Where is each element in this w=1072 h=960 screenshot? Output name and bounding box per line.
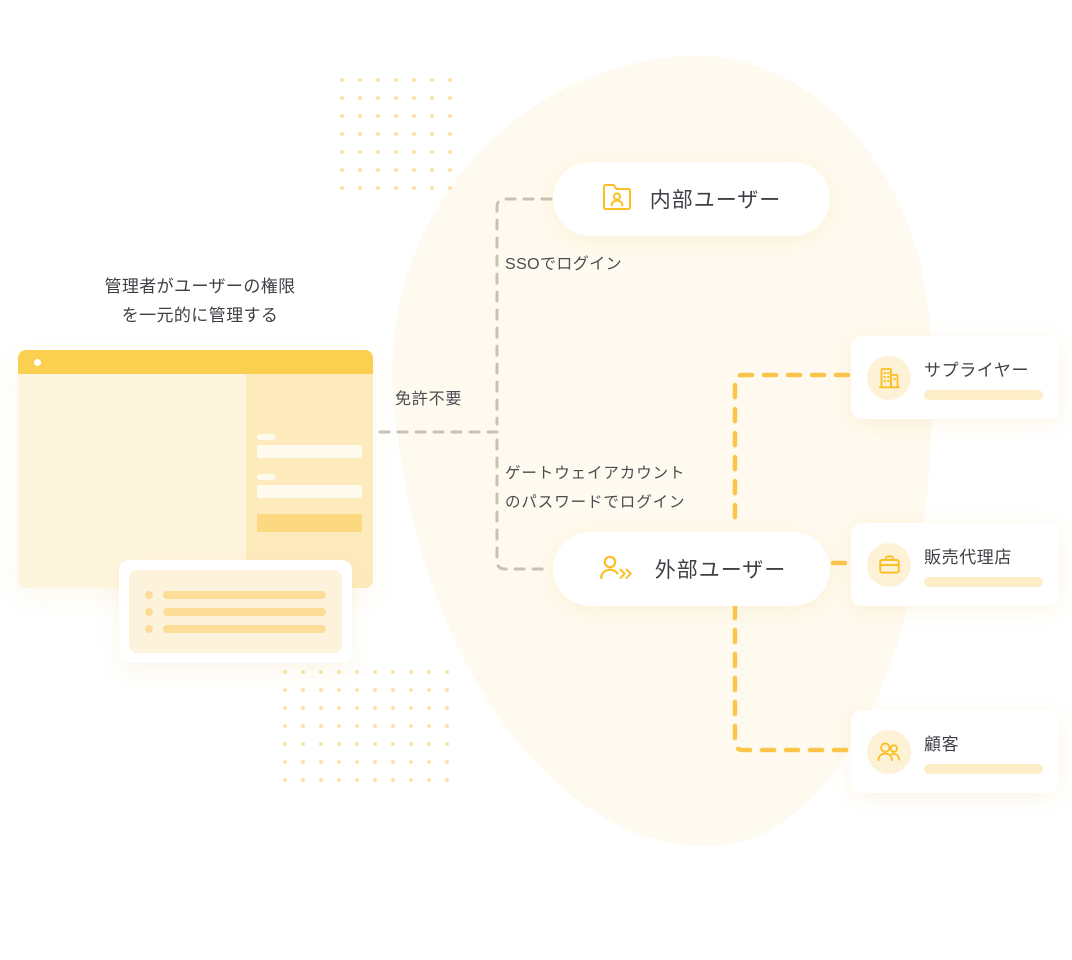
card-customer-label: 顧客 <box>924 734 960 754</box>
form-label-placeholder <box>257 434 276 440</box>
node-external-user-label: 外部ユーザー <box>654 559 787 582</box>
list-item-bar <box>163 590 326 599</box>
admin-console-mockup <box>18 350 373 588</box>
mockup-content-area <box>18 374 246 588</box>
card-supplier[interactable]: サプライヤー <box>851 336 1059 419</box>
caption-line-1: 管理者がユーザーの権限 <box>104 277 296 296</box>
edge-label-sso: SSOでログイン <box>505 256 622 273</box>
edge-label-gateway-line-2: のパスワードでログイン <box>505 494 686 511</box>
bullet-icon <box>145 624 153 633</box>
permissions-list-card <box>119 560 352 663</box>
list-item-bar <box>163 624 326 633</box>
node-external-user[interactable]: 外部ユーザー <box>553 532 830 606</box>
node-internal-user[interactable]: 内部ユーザー <box>553 162 830 236</box>
list-item <box>145 624 326 633</box>
edge-label-license: 免許不要 <box>395 391 463 408</box>
card-placeholder-bar <box>924 389 1043 400</box>
card-placeholder-bar <box>924 576 1043 587</box>
form-input-placeholder <box>257 485 362 498</box>
window-dot-icon <box>34 359 41 366</box>
card-customer-body: 顧客 <box>924 730 1043 774</box>
mockup-form-panel <box>246 374 373 588</box>
dot-grid-top <box>331 69 461 201</box>
page-title: 管理者がユーザーの権限 を一元的に管理する <box>45 272 355 330</box>
edge-label-gateway: ゲートウェイアカウント のパスワードでログイン <box>505 459 685 517</box>
user-arrows-icon <box>597 552 637 587</box>
building-icon <box>867 355 911 400</box>
bullet-icon <box>145 607 153 616</box>
card-supplier-body: サプライヤー <box>924 356 1043 400</box>
node-internal-user-label: 内部ユーザー <box>649 189 782 212</box>
mockup-body <box>18 374 373 588</box>
card-placeholder-bar <box>924 763 1043 774</box>
edge-label-gateway-line-1: ゲートウェイアカウント <box>505 465 686 482</box>
list-item-bar <box>163 607 326 616</box>
caption-line-2: を一元的に管理する <box>121 306 279 325</box>
card-agency-label: 販売代理店 <box>924 547 1012 567</box>
permissions-list-inner <box>129 570 342 653</box>
card-customer[interactable]: 顧客 <box>851 710 1059 793</box>
bullet-icon <box>145 590 153 599</box>
card-agency-body: 販売代理店 <box>924 543 1043 587</box>
form-label-placeholder <box>257 474 276 480</box>
mockup-titlebar <box>18 350 373 374</box>
briefcase-icon <box>867 542 911 587</box>
folder-user-icon <box>602 183 632 216</box>
form-input-placeholder <box>257 445 362 458</box>
dot-grid-bottom <box>274 661 458 793</box>
card-supplier-label: サプライヤー <box>924 360 1030 380</box>
list-item <box>145 607 326 616</box>
list-item <box>145 590 326 599</box>
form-submit-button-placeholder <box>257 514 362 532</box>
users-icon <box>867 729 911 774</box>
card-agency[interactable]: 販売代理店 <box>851 523 1059 606</box>
